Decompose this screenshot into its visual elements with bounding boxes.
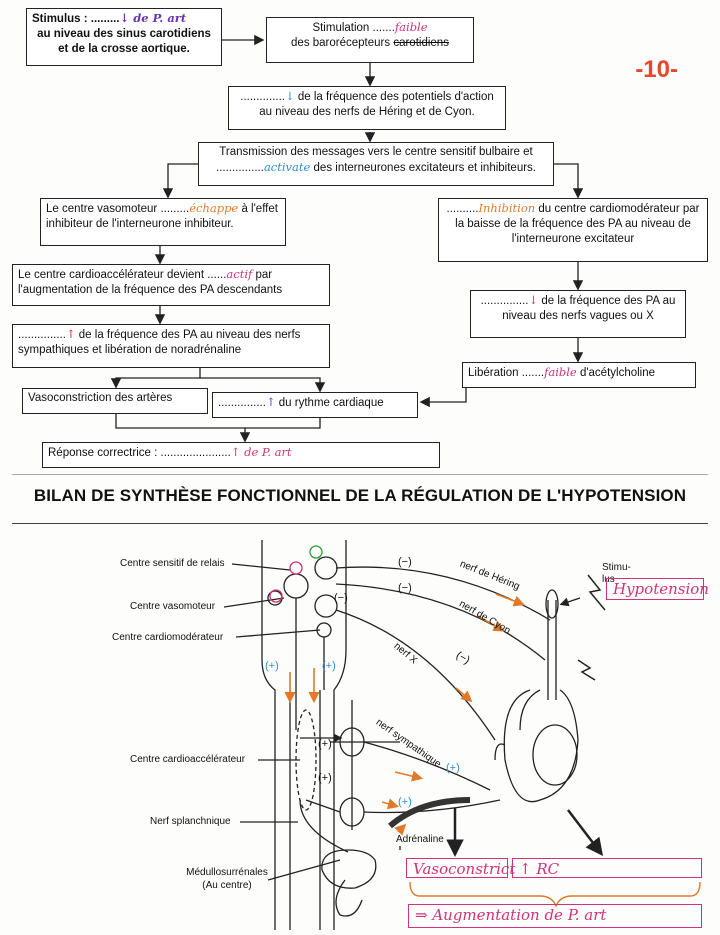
- handwritten-actif: actif: [226, 267, 253, 281]
- handwritten-arrow: ↑: [265, 395, 276, 409]
- handwritten-stimulation: faible: [394, 20, 428, 34]
- freq-vagues-box: ...............↓ de la fréquence des PA …: [470, 290, 686, 338]
- liberation-box: Libération .......faible d'acétylcholine: [462, 362, 696, 388]
- handwritten-arrow: ↓: [284, 89, 295, 103]
- dots: ......................: [160, 447, 231, 459]
- text: Transmission des messages vers le centre…: [219, 146, 533, 158]
- handwritten-rc: ↑ RC: [512, 858, 702, 878]
- label-medullo: Médullosurrénales (Au centre): [186, 866, 268, 892]
- text: des barorécepteurs: [291, 37, 391, 49]
- struck-word: carotidiens: [393, 37, 449, 49]
- divider: [12, 474, 708, 475]
- sign-plus: (+): [322, 660, 336, 672]
- text: du rythme cardiaque: [278, 397, 384, 409]
- handwritten-arrow: ↓: [528, 293, 539, 307]
- text: (Au centre): [202, 880, 252, 891]
- flowchart-connectors: [110, 34, 584, 443]
- text: Stimu-: [602, 562, 631, 573]
- sign-minus: (−): [398, 582, 412, 594]
- handwritten-faible: faible: [544, 365, 577, 379]
- dots: .......: [521, 367, 545, 379]
- text: Réponse correctrice :: [48, 447, 158, 459]
- stimulus-box: Stimulus : .........↓ de P. art au nivea…: [26, 8, 222, 66]
- stimulus-rest: au niveau des sinus carotidiens et de la…: [37, 28, 211, 55]
- handwritten-activate: activate: [263, 160, 311, 174]
- text: Vasoconstriction des artères: [28, 392, 173, 404]
- text: de la fréquence des potentiels d'action …: [259, 91, 494, 118]
- text: Le centre vasomoteur: [46, 203, 158, 215]
- text: de la fréquence des PA au niveau des ner…: [18, 329, 301, 356]
- handwritten-hypotension: Hypotension: [606, 578, 709, 600]
- label-centre-vasomoteur: Centre vasomoteur: [130, 601, 216, 612]
- label-adrenaline: Adrénaline: [396, 834, 444, 845]
- sign-plus: (+): [265, 660, 279, 672]
- handwritten-response: ↑ de P. art: [230, 445, 292, 459]
- dots: ..............: [240, 91, 285, 103]
- sign-plus: (+): [398, 796, 412, 808]
- freq-potentials-box: ..............↓ de la fréquence des pote…: [228, 86, 506, 130]
- text: des interneurones excitateurs et inhibit…: [313, 162, 536, 174]
- text: d'acétylcholine: [579, 367, 656, 379]
- text: de la fréquence des PA au niveau des ner…: [502, 295, 676, 322]
- dots: .........: [160, 203, 190, 215]
- text: à l'effet inhibiteur de l'interneurone i…: [46, 203, 278, 230]
- transmission-box: Transmission des messages vers le centre…: [198, 142, 554, 186]
- dots: .........: [90, 13, 120, 25]
- sign-minus: (−): [398, 556, 412, 568]
- vasomoteur-box: Le centre vasomoteur .........échappe à …: [40, 198, 286, 246]
- dots: ...............: [480, 295, 529, 307]
- text: Le centre cardioaccélérateur devient: [18, 269, 205, 281]
- stimulation-box: Stimulation .......faible des barorécept…: [266, 17, 474, 63]
- label-centre-cardioaccelerateur: Centre cardioaccélérateur: [130, 754, 246, 765]
- cardioaccelerateur-box: Le centre cardioaccélérateur devient ...…: [12, 264, 330, 306]
- label-nerf-splanchnique: Nerf splanchnique: [150, 816, 231, 827]
- cardiomoderateur-box: ..........Inhibition du centre cardiomod…: [438, 198, 708, 262]
- sign-minus: (−): [334, 592, 348, 604]
- text: Médullosurrénales: [186, 867, 268, 878]
- stimulus-label: Stimulus :: [32, 13, 88, 25]
- handwritten-arrow: ↑: [65, 327, 76, 341]
- vasoconstriction-box: Vasoconstriction des artères: [22, 388, 208, 414]
- dots: .......: [372, 22, 395, 34]
- label-centre-cardiomoderateur: Centre cardiomodérateur: [112, 632, 224, 643]
- text: du centre cardiomodérateur par la baisse…: [455, 203, 700, 245]
- dots: ..........: [446, 203, 479, 215]
- handwritten-stimulus: ↓ de P. art: [119, 11, 187, 25]
- handwritten-echappe: échappe: [189, 201, 239, 215]
- dots: ...............: [18, 329, 66, 341]
- text: Stimulation: [312, 22, 370, 34]
- label-stimu: Stimu- lus: [602, 562, 631, 586]
- rythme-box: ...............↑ du rythme cardiaque: [212, 392, 418, 418]
- handwritten-result: ⇒ Augmentation de P. art: [408, 904, 702, 928]
- dots: ...............: [218, 397, 266, 409]
- text: Libération: [468, 367, 519, 379]
- sign-plus: (+): [318, 772, 332, 784]
- handwritten-inhibition: Inhibition: [478, 201, 536, 215]
- dots: ...............: [216, 162, 264, 174]
- label-centre-sensitif: Centre sensitif de relais: [120, 558, 225, 569]
- sign-plus: (+): [318, 738, 332, 750]
- divider: [12, 523, 708, 524]
- text: par l'augmentation de la fréquence des P…: [18, 269, 283, 296]
- reponse-box: Réponse correctrice : ..................…: [42, 442, 440, 468]
- section-title: BILAN DE SYNTHÈSE FONCTIONNEL DE LA RÉGU…: [33, 486, 687, 505]
- handwritten-vasoconstriction: Vasoconstrict: [406, 858, 515, 878]
- text: lus: [602, 574, 615, 585]
- dots: ......: [207, 269, 227, 281]
- page-number: -10-: [635, 56, 678, 83]
- sign-plus: (+): [446, 762, 460, 774]
- sympathiques-box: ...............↑ de la fréquence des PA …: [12, 324, 330, 368]
